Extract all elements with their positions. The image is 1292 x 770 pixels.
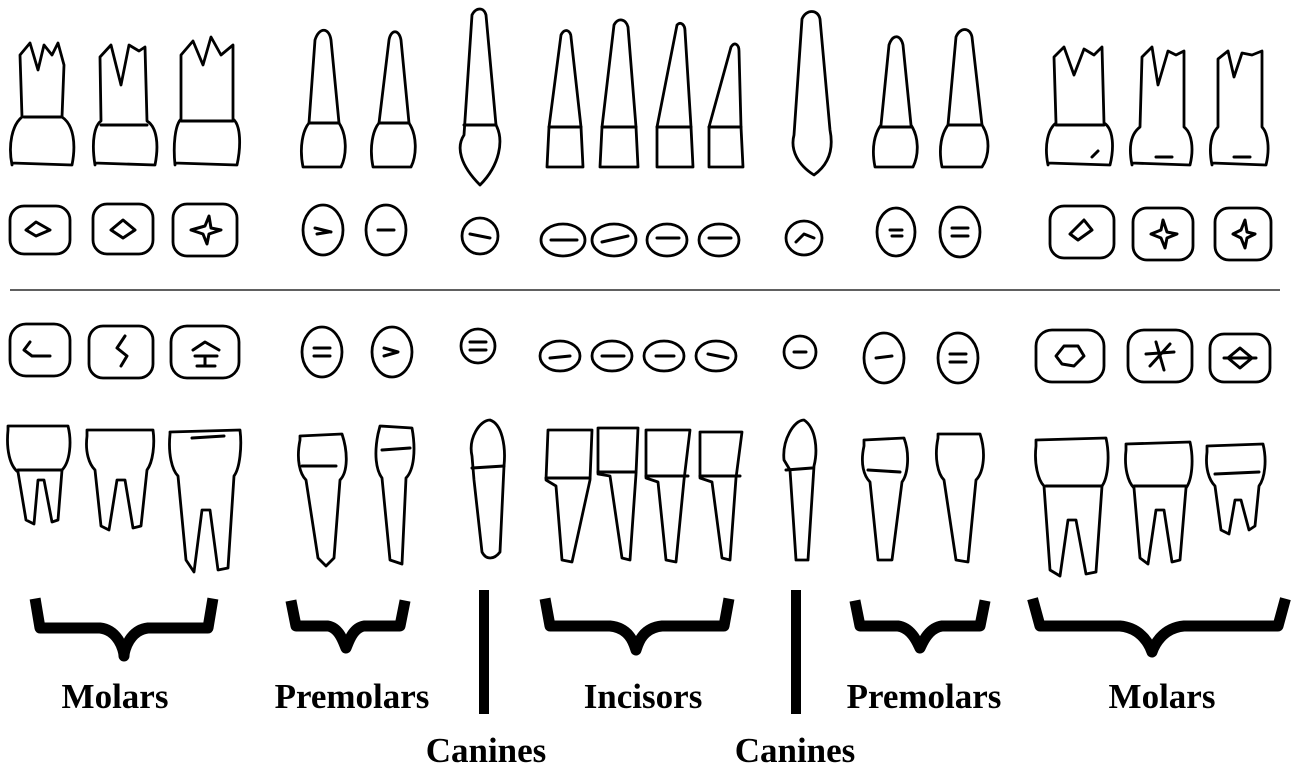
upper-incisor-occlusal	[699, 224, 739, 256]
lower-incisor-side	[546, 430, 592, 562]
label-premolars-right: Premolars	[847, 677, 1002, 716]
label-canines-left: Canines	[426, 731, 547, 770]
upper-canine-occlusal	[462, 218, 498, 254]
lower-premolar-occlusal	[938, 333, 978, 383]
upper-teeth-side-view	[10, 9, 1268, 185]
label-incisors: Incisors	[584, 677, 703, 716]
upper-incisor-occlusal	[541, 224, 585, 256]
lower-teeth-occlusal-view	[10, 324, 1270, 383]
lower-premolar-occlusal	[864, 333, 904, 383]
molars-left-brace	[36, 604, 212, 656]
upper-molar-occlusal	[93, 204, 153, 254]
upper-premolar-occlusal	[303, 205, 343, 255]
lower-incisor-occlusal	[696, 341, 736, 371]
lower-molar-occlusal	[10, 324, 70, 376]
lower-premolar-side	[376, 426, 414, 564]
lower-molar-occlusal	[89, 326, 153, 378]
upper-molar-occlusal	[1133, 208, 1193, 260]
lower-teeth-side-view	[7, 420, 1265, 576]
upper-incisor-side	[709, 44, 743, 167]
lower-molar-occlusal	[1036, 330, 1104, 382]
premolars-left-brace	[292, 606, 404, 648]
lower-molar-occlusal	[171, 326, 239, 378]
upper-incisor-side	[657, 23, 693, 167]
upper-molar-side	[93, 45, 157, 165]
upper-molar-occlusal	[173, 204, 237, 256]
upper-incisor-side	[547, 31, 583, 167]
lower-molar-occlusal	[1128, 330, 1192, 382]
premolars-right-brace	[856, 606, 984, 648]
upper-premolar-side	[873, 37, 917, 167]
label-molars-left: Molars	[62, 677, 169, 716]
upper-molar-side	[174, 37, 239, 165]
lower-canine-occlusal	[461, 329, 495, 363]
upper-premolar-side	[301, 30, 345, 167]
upper-molar-occlusal	[10, 206, 70, 254]
lower-incisor-side	[646, 430, 690, 562]
lower-incisor-occlusal	[540, 341, 580, 371]
lower-molar-side	[7, 426, 70, 524]
upper-molar-side	[1130, 47, 1192, 165]
upper-teeth-occlusal-view	[10, 204, 1271, 260]
label-premolars-left: Premolars	[275, 677, 430, 716]
lower-premolar-side	[936, 434, 983, 562]
upper-molar-side	[1046, 47, 1112, 165]
upper-canine-side	[793, 12, 831, 176]
upper-canine-side	[460, 9, 500, 185]
lower-incisor-occlusal	[592, 341, 632, 371]
lower-premolar-occlusal	[302, 327, 342, 377]
upper-premolar-side	[940, 30, 988, 168]
lower-molar-side	[1206, 444, 1265, 534]
upper-molar-side	[1210, 51, 1268, 165]
lower-incisor-side	[700, 432, 742, 560]
lower-canine-side	[784, 420, 816, 560]
lower-canine-side	[471, 420, 504, 558]
lower-premolar-side	[298, 434, 346, 566]
molars-right-brace	[1034, 604, 1284, 652]
upper-molar-side	[10, 43, 73, 165]
lower-premolar-side	[862, 438, 907, 560]
upper-premolar-occlusal	[366, 205, 406, 255]
upper-incisor-occlusal	[592, 224, 636, 256]
label-canines-right: Canines	[735, 731, 856, 770]
upper-canine-occlusal	[786, 221, 822, 255]
lower-molar-side	[1035, 438, 1108, 576]
upper-molar-occlusal	[1215, 208, 1271, 260]
group-labels: Molars Premolars Incisors Premolars Mola…	[62, 677, 1216, 770]
lower-molar-occlusal	[1210, 334, 1270, 382]
upper-premolar-occlusal	[940, 207, 980, 257]
upper-incisor-side	[600, 20, 638, 167]
lower-incisor-occlusal	[644, 341, 684, 371]
upper-incisor-occlusal	[647, 224, 687, 256]
incisors-brace	[546, 604, 728, 650]
lower-molar-side	[169, 430, 240, 572]
lower-molar-side	[86, 430, 153, 530]
lower-molar-side	[1125, 442, 1192, 564]
upper-premolar-side	[371, 32, 415, 167]
label-molars-right: Molars	[1109, 677, 1216, 716]
upper-premolar-occlusal	[877, 208, 915, 256]
lower-incisor-side	[598, 428, 638, 560]
lower-premolar-occlusal	[372, 327, 412, 377]
lower-canine-occlusal	[784, 336, 816, 368]
upper-molar-occlusal	[1050, 206, 1114, 258]
